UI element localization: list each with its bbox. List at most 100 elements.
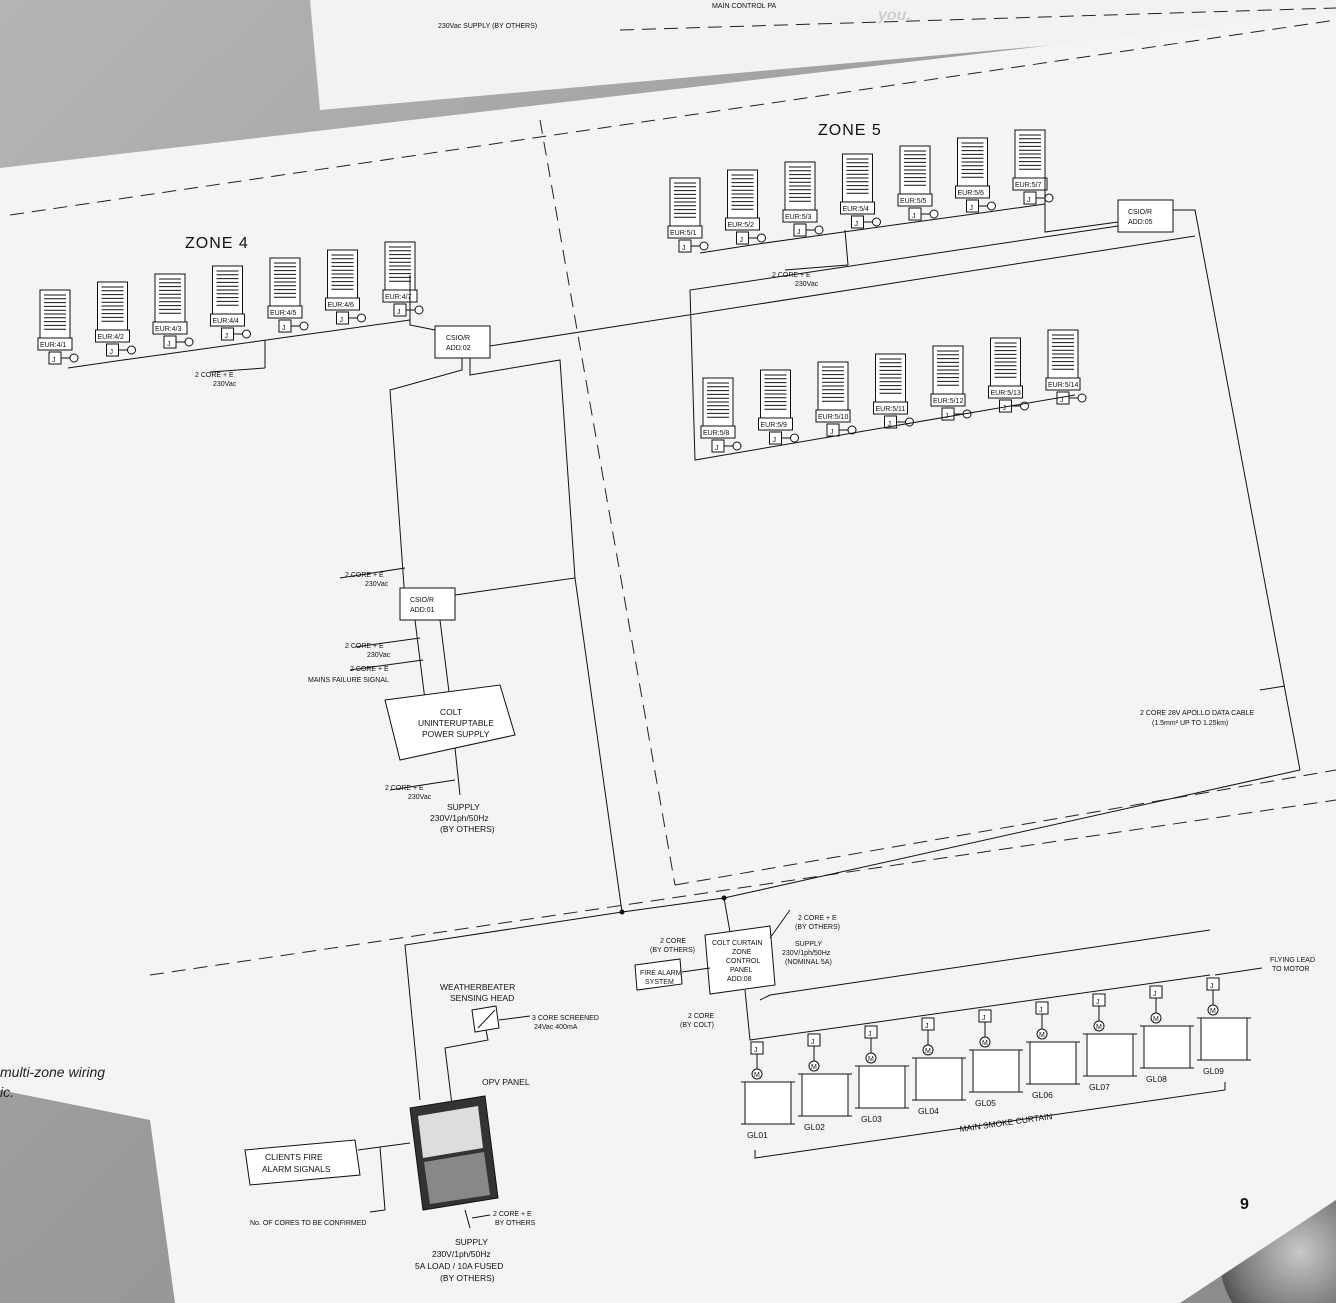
csio01-label-b2: MAINS FAILURE SIGNAL [308, 677, 389, 684]
thermo-icon [757, 233, 766, 243]
curtain-label: GL01 [747, 1130, 768, 1140]
junction-label: J [982, 1015, 986, 1022]
eur-unit: EUR:4/5J [267, 257, 309, 333]
junction-label: J [715, 445, 719, 452]
zone5-bottom-units: EUR:5/8JEUR:5/9JEUR:5/10JEUR:5/11JEUR:5/… [700, 329, 1087, 453]
two-core-e-others-2: (BY OTHERS) [795, 924, 840, 931]
two-core-others-2: (BY OTHERS) [650, 947, 695, 954]
zone4-cable-label-2: 230Vac [213, 381, 237, 388]
junction-label: J [754, 1047, 758, 1054]
lower-boundary [149, 799, 1336, 976]
motor-label: M [811, 1064, 817, 1071]
clients-box [244, 1139, 361, 1186]
csio-add01-box [399, 587, 456, 621]
curtain-upper-bus [759, 929, 1211, 1001]
zone4-bus [67, 319, 411, 369]
zone5-cable-label-1: 2 CORE + E [772, 272, 811, 279]
page-number: 9 [1240, 1196, 1249, 1213]
zone5-cable-label-2: 230Vac [795, 281, 819, 288]
eur-unit-label: EUR:5/4 [843, 206, 870, 213]
junction-label: J [773, 437, 777, 444]
eur-unit-label: EUR:5/1 [670, 230, 697, 237]
csio01-line2: ADD:01 [410, 607, 435, 614]
curtain-panel-2: ZONE [732, 949, 752, 956]
csio-add01-line1: CSIO/R [410, 597, 434, 604]
thermo-icon [127, 345, 136, 355]
eur-unit-label: EUR:4/3 [155, 326, 182, 333]
zone5-to-csio [1044, 165, 1119, 233]
screened-2: 24Vac 400mA [534, 1024, 578, 1031]
two-core-colt-1: 2 CORE [688, 1013, 714, 1020]
zone4-title: ZONE 4 [185, 235, 249, 252]
junction-label: J [1027, 197, 1031, 204]
csio01-label-a2: 230Vac [367, 652, 391, 659]
eur-unit-label: EUR:5/14 [1048, 382, 1078, 389]
eur-unit-label: EUR:5/12 [933, 398, 963, 405]
eur-unit-label: EUR:5/2 [728, 222, 755, 229]
thermo-icon [1077, 393, 1087, 403]
motor-label: M [982, 1040, 988, 1047]
opv-in-1: 2 CORE + E [493, 1211, 532, 1218]
thermo-icon [814, 225, 824, 235]
thermo-icon [69, 353, 79, 363]
two-core-others-1: 2 CORE [660, 938, 686, 945]
thermo-icon [1044, 193, 1054, 203]
thermo-icon [790, 433, 799, 443]
opv-panel-label: OPV PANEL [482, 1077, 530, 1087]
motor-label: M [1096, 1024, 1102, 1031]
opv-supply-3: 5A LOAD / 10A FUSED [415, 1261, 503, 1271]
motor-label: M [1210, 1008, 1216, 1015]
ups-line1: COLT [440, 707, 462, 717]
caption-line-2: ic. [0, 1084, 14, 1100]
thermo-icon [929, 209, 939, 219]
junction-label: J [868, 1031, 872, 1038]
ups-supply-1: SUPPLY [447, 802, 480, 812]
weatherbeater-2: SENSING HEAD [450, 993, 514, 1003]
junction-label: J [970, 205, 974, 212]
junction-label: J [925, 1023, 929, 1030]
to-csio02-label-1: 2 CORE + E [345, 572, 384, 579]
junction-label: J [830, 429, 834, 436]
csio-add05-box [1117, 199, 1174, 233]
junction-label: J [1060, 397, 1064, 404]
thermo-icon [987, 201, 996, 211]
motor-label: M [868, 1056, 874, 1063]
eur-unit-label: EUR:5/8 [703, 430, 730, 437]
junction-label: J [811, 1039, 815, 1046]
opv-in-2: BY OTHERS [495, 1220, 536, 1227]
junction-label: J [225, 333, 229, 340]
ups-box [384, 684, 516, 761]
clients-2: ALARM SIGNALS [262, 1164, 331, 1174]
opv-supply-2: 230V/1ph/50Hz [432, 1249, 491, 1259]
curtain-label: GL07 [1089, 1082, 1110, 1092]
clients-to-opv [357, 1142, 411, 1151]
eur-unit: EUR:4/3J [152, 273, 194, 349]
curtain-label: GL09 [1203, 1066, 1224, 1076]
two-core-e-others-1: 2 CORE + E [798, 915, 837, 922]
eur-unit: EUR:4/1J [37, 289, 79, 365]
weatherbeater-1: WEATHERBEATER [440, 982, 515, 992]
eur-unit-label: EUR:5/7 [1015, 182, 1042, 189]
curtain-supply-3: (NOMINAL 5A) [785, 959, 832, 966]
two-core-colt-2: (BY COLT) [680, 1022, 714, 1029]
eur-unit: EUR:5/6J [955, 137, 996, 213]
junction-label: J [682, 245, 686, 252]
eur-unit-label: EUR:5/9 [761, 422, 788, 429]
figure-caption: multi-zone wiring ic. [0, 1062, 180, 1102]
eur-unit-label: EUR:5/5 [900, 198, 927, 205]
curtain-panel-4: PANEL [730, 967, 753, 974]
thermo-icon [299, 321, 309, 331]
eur-unit: EUR:5/14J [1045, 329, 1087, 405]
junction-label: J [797, 229, 801, 236]
zone-top-boundary [9, 19, 1336, 216]
ups-supply-2: 230V/1ph/50Hz [430, 813, 489, 823]
thermo-icon [357, 313, 366, 323]
ups-supply-3: (BY OTHERS) [440, 824, 495, 834]
thermo-icon [847, 425, 857, 435]
curtain-label: GL04 [918, 1106, 939, 1116]
